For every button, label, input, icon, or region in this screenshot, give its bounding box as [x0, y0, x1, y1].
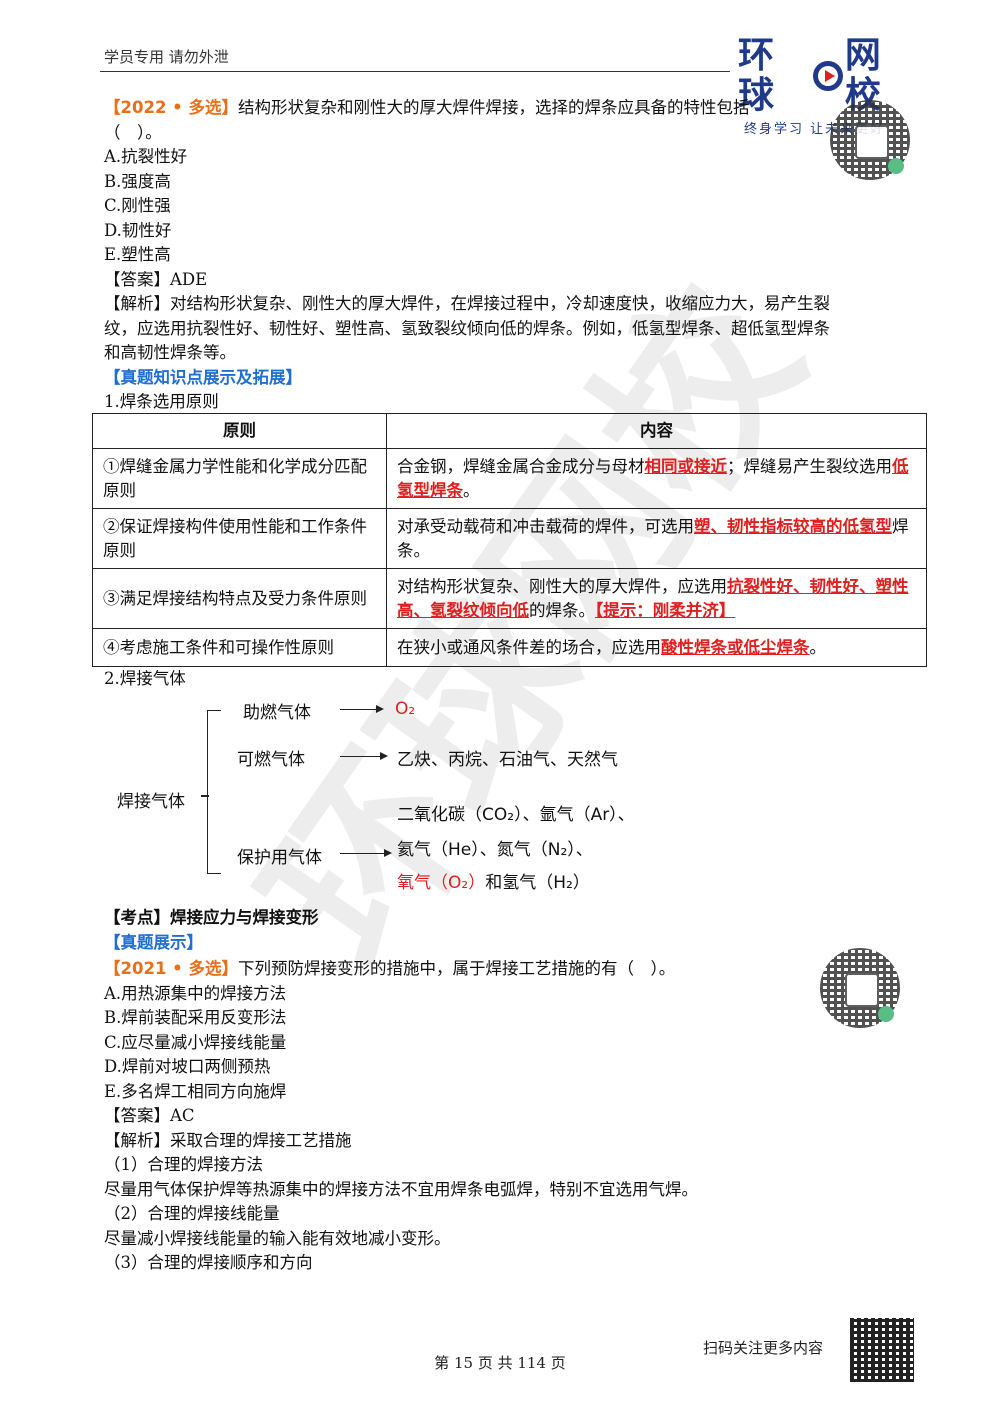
- analysis-line: 纹，应选用抗裂性好、韧性好、塑性高、氢致裂纹倾向低的焊条。例如，低氢型焊条、超低…: [104, 318, 830, 338]
- point-title: （1）合理的焊接方法: [104, 1155, 263, 1174]
- gas-support-label: 助燃气体: [243, 703, 311, 723]
- option-e: E.塑性高: [104, 245, 171, 264]
- table-header-content: 内容: [386, 413, 927, 449]
- question-2022: 【2022 • 多选】结构形状复杂和刚性大的厚大焊件焊接，选择的焊条应具备的特性…: [104, 96, 924, 415]
- gas-shield-line: 氦气（He）、氮气（N₂）、: [397, 840, 593, 860]
- table-row: ③满足焊接结构特点及受力条件原则 对结构形状复杂、刚性大的厚大焊件，应选用抗裂性…: [92, 568, 927, 629]
- subsection-title: 2.焊接气体: [104, 669, 186, 688]
- arrow-icon: [340, 849, 392, 857]
- mini-program-qr-icon: [830, 100, 910, 180]
- principle-cell: ④考虑施工条件和可操作性原则: [92, 628, 387, 667]
- option-d: D.焊前对坡口两侧预热: [104, 1057, 271, 1076]
- header-notice: 学员专用 请勿外泄: [104, 48, 229, 66]
- content-cell: 对结构形状复杂、刚性大的厚大焊件，应选用抗裂性好、韧性好、塑性高、氢裂纹倾向低的…: [386, 568, 927, 629]
- option-d: D.韧性好: [104, 220, 172, 240]
- content-cell: 对承受动载荷和冲击载荷的焊件，可选用塑、韧性指标较高的低氢型焊条。: [386, 508, 927, 569]
- subsection-title: 1.焊条选用原则: [104, 392, 219, 411]
- option-c: C.刚性强: [104, 196, 171, 215]
- option-b: B.焊前装配采用反变形法: [104, 1008, 287, 1027]
- option-a: A.用热源集中的焊接方法: [104, 983, 287, 1003]
- content-cell: 在狭小或通风条件差的场合，应选用酸性焊条或低尘焊条。: [386, 628, 927, 667]
- question-stem: 下列预防焊接变形的措施中，属于焊接工艺措施的有（ ）。: [237, 959, 676, 978]
- gas-brace-tip: [201, 795, 209, 797]
- option-b: B.强度高: [104, 171, 171, 191]
- arrow-icon: [340, 705, 384, 713]
- kaodian-title: 【考点】焊接应力与焊接变形: [104, 908, 319, 927]
- table-row: ①焊缝金属力学性能和化学成分匹配原则 合金钢，焊缝金属合金成分与母材相同或接近；…: [92, 448, 927, 509]
- gas-support-value: O₂: [395, 699, 416, 719]
- footer-qr-caption: 扫码关注更多内容: [703, 1339, 824, 1357]
- logo-text-left: 环球: [738, 35, 776, 116]
- question-blank: （ ）。: [104, 122, 162, 142]
- option-a: A.抗裂性好: [104, 147, 188, 166]
- option-c: C.应尽量减小焊接线能量: [104, 1032, 287, 1052]
- point-text: 尽量用气体保护焊等热源集中的焊接方法不宜用焊条电弧焊，特别不宜选用气焊。: [104, 1179, 698, 1199]
- table-row: ④考虑施工条件和可操作性原则 在狭小或通风条件差的场合，应选用酸性焊条或低尘焊条…: [92, 628, 927, 667]
- arrow-icon: [340, 752, 388, 760]
- header-divider: [100, 71, 730, 72]
- question-2021: 【考点】焊接应力与焊接变形 【真题展示】 【2021 • 多选】下列预防焊接变形…: [104, 906, 924, 1276]
- principle-cell: ②保证焊接构件使用性能和工作条件原则: [92, 508, 387, 569]
- option-e: E.多名焊工相同方向施焊: [104, 1081, 287, 1101]
- footer-qr-code-icon: [850, 1318, 914, 1382]
- analysis-line: 和高韧性焊条等。: [104, 343, 236, 362]
- principle-cell: ③满足焊接结构特点及受力条件原则: [92, 568, 387, 629]
- question-stem: 结构形状复杂和刚性大的厚大焊件焊接，选择的焊条应具备的特性包括: [237, 98, 750, 117]
- gas-brace: [207, 710, 221, 874]
- analysis-line: 【解析】对结构形状复杂、刚性大的厚大焊件，在焊接过程中，冷却速度快，收缩应力大，…: [104, 294, 830, 313]
- gas-shield-label: 保护用气体: [237, 848, 322, 868]
- section-title: 【真题知识点展示及拓展】: [104, 367, 302, 387]
- analysis-line: 【解析】采取合理的焊接工艺措施: [104, 1130, 352, 1150]
- gas-root-label: 焊接气体: [117, 792, 185, 812]
- question-tag: 【2022 • 多选】: [104, 98, 238, 117]
- principle-cell: ①焊缝金属力学性能和化学成分匹配原则: [92, 448, 387, 509]
- answer: 【答案】AC: [104, 1106, 195, 1125]
- page-number: 第 15 页 共 114 页: [434, 1354, 566, 1372]
- electrode-selection-table: 原则 内容 ①焊缝金属力学性能和化学成分匹配原则 合金钢，焊缝金属合金成分与母材…: [92, 413, 927, 667]
- gas-shield-line: 氧气（O₂）和氢气（H₂）: [397, 873, 590, 893]
- table-row: ②保证焊接构件使用性能和工作条件原则 对承受动载荷和冲击载荷的焊件，可选用塑、韧…: [92, 508, 927, 569]
- point-title: （3）合理的焊接顺序和方向: [104, 1253, 313, 1272]
- question-tag: 【2021 • 多选】: [104, 959, 238, 978]
- gas-fuel-value: 乙炔、丙烷、石油气、天然气: [397, 750, 618, 770]
- answer: 【答案】ADE: [104, 269, 208, 289]
- point-title: （2）合理的焊接线能量: [104, 1204, 280, 1223]
- point-text: 尽量减小焊接线能量的输入能有效地减小变形。: [104, 1228, 451, 1248]
- play-circle-icon: [813, 61, 843, 91]
- content-cell: 合金钢，焊缝金属合金成分与母材相同或接近；焊缝易产生裂纹选用低氢型焊条。: [386, 448, 927, 509]
- mini-program-qr-icon: [820, 948, 900, 1028]
- table-header-principle: 原则: [92, 413, 387, 449]
- gas-fuel-label: 可燃气体: [237, 750, 305, 770]
- table-header-row: 原则 内容: [92, 413, 927, 449]
- zhenti-title: 【真题展示】: [104, 932, 203, 952]
- gas-shield-line: 二氧化碳（CO₂）、氩气（Ar）、: [397, 805, 635, 825]
